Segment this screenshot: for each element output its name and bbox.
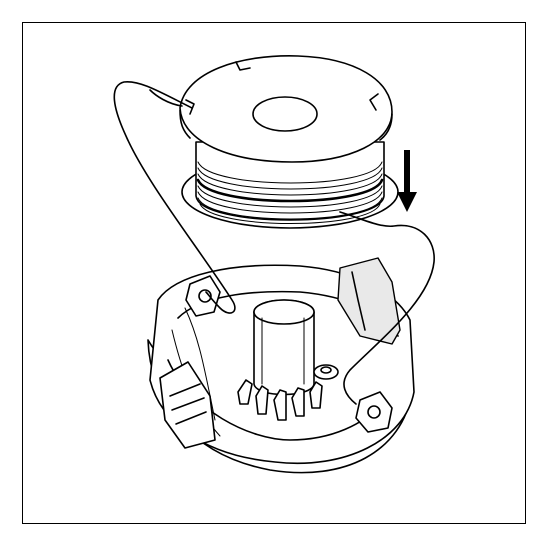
down-arrow-icon [397, 150, 417, 212]
trimmer-line-icon [113, 81, 435, 405]
spool-housing-icon [147, 257, 415, 474]
spool-icon [179, 55, 399, 229]
